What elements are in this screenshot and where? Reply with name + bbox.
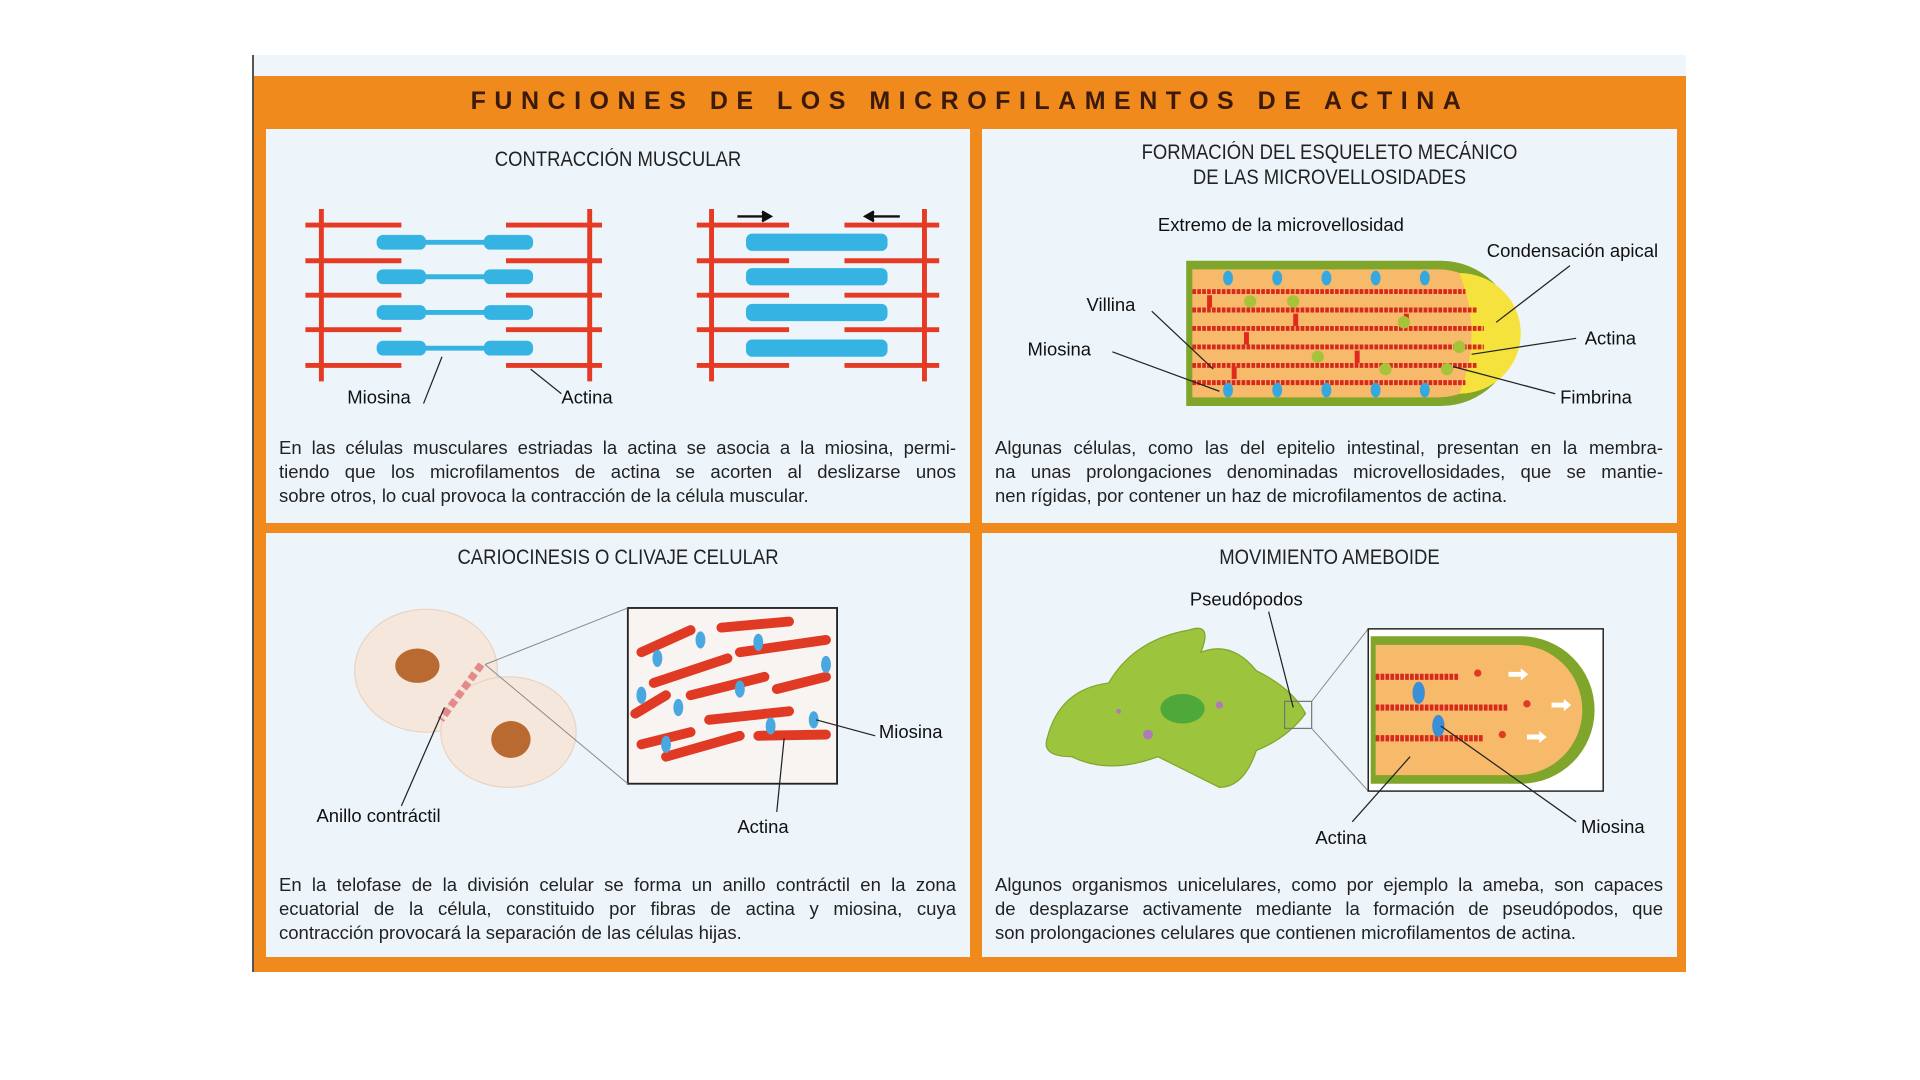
label-apical-condensation: Condensación apical bbox=[1487, 240, 1658, 261]
label-pseudopods: Pseudópodos bbox=[1190, 589, 1303, 610]
panel-description: Algunas células, como las del epitelio i… bbox=[995, 436, 1663, 508]
description-line: En la telofase de la división celular se… bbox=[279, 874, 956, 895]
description-line: de desplazarse activamente mediante la f… bbox=[995, 898, 1663, 919]
label-myosin: Miosina bbox=[879, 721, 943, 742]
label-contractile-ring: Anillo contráctil bbox=[316, 805, 440, 826]
cytokinesis-diagram: Anillo contráctil Miosina Actina bbox=[316, 607, 943, 837]
panel-title: FORMACIÓN DEL ESQUELETO MECÁNICO DE LAS … bbox=[1024, 140, 1636, 190]
panel-description: En la telofase de la división celular se… bbox=[279, 873, 956, 945]
description-line: na unas prolongaciones denominadas micro… bbox=[995, 461, 1663, 482]
relaxed-sarcomere bbox=[305, 209, 602, 382]
title-line: FORMACIÓN DEL ESQUELETO MECÁNICO bbox=[1141, 141, 1518, 164]
label-actin: Actina bbox=[737, 816, 789, 837]
description-line: contracción provocará la separación de l… bbox=[279, 922, 742, 943]
label-actin: Actina bbox=[561, 387, 613, 408]
label-myosin: Miosina bbox=[1581, 816, 1645, 837]
poster-top-strip bbox=[254, 55, 1686, 76]
panel-title: CARIOCINESIS O CLIVAJE CELULAR bbox=[457, 546, 779, 569]
label-actin: Actina bbox=[1585, 327, 1637, 348]
panel-cytokinesis: Anillo contráctil Miosina Actina CARIOCI… bbox=[266, 533, 970, 957]
poster-title: FUNCIONES DE LOS MICROFILAMENTOS DE ACTI… bbox=[470, 87, 1470, 115]
microvillus-diagram: Extremo de la microvellosidad Condensaci… bbox=[1028, 214, 1659, 408]
panel-title: CONTRACCIÓN MUSCULAR bbox=[494, 148, 742, 171]
panel-title: MOVIMIENTO AMEBOIDE bbox=[1219, 546, 1440, 569]
panel-description: Algunos organismos unicelulares, como po… bbox=[995, 873, 1663, 945]
panel-muscle-contraction: Miosina Actina CONTRACCIÓN MUSCULAR En l… bbox=[266, 129, 970, 523]
description-line: Algunas células, como las del epitelio i… bbox=[995, 437, 1663, 458]
relaxed-myosin bbox=[376, 234, 534, 356]
description-line: son prolongaciones celulares que contien… bbox=[995, 922, 1577, 943]
description-line: Algunos organismos unicelulares, como po… bbox=[995, 874, 1663, 895]
contraction-arrows bbox=[737, 210, 900, 223]
label-villin: Villina bbox=[1087, 294, 1137, 315]
label-fimbrin: Fimbrina bbox=[1560, 387, 1632, 408]
description-line: tiendo que los microfilamentos de actina… bbox=[279, 461, 956, 482]
description-line: ecuatorial de la célula, constituido por… bbox=[279, 898, 956, 919]
contracted-sarcomere bbox=[696, 209, 940, 382]
label-myosin: Miosina bbox=[1028, 339, 1092, 360]
sarcomere-diagram: Miosina Actina bbox=[305, 209, 940, 408]
panel-amoeboid-movement: Pseudópodos Actina Miosina MOVIMIENTO AM… bbox=[982, 533, 1677, 957]
label-microvillus-tip: Extremo de la microvellosidad bbox=[1158, 214, 1404, 235]
description-line: En las células musculares estriadas la a… bbox=[279, 437, 956, 458]
title-line: DE LAS MICROVELLOSIDADES bbox=[1192, 166, 1467, 189]
amoeba-diagram: Pseudópodos Actina Miosina bbox=[1045, 589, 1645, 848]
label-myosin: Miosina bbox=[347, 387, 411, 408]
description-line: sobre otros, lo cual provoca la contracc… bbox=[279, 485, 809, 506]
contracted-myosin bbox=[746, 233, 888, 357]
label-actin: Actina bbox=[1315, 827, 1367, 848]
panel-microvilli: Extremo de la microvellosidad Condensaci… bbox=[982, 129, 1677, 523]
description-line: nen rígidas, por contener un haz de micr… bbox=[995, 485, 1508, 506]
poster: FUNCIONES DE LOS MICROFILAMENTOS DE ACTI… bbox=[252, 55, 1686, 972]
panel-description: En las células musculares estriadas la a… bbox=[279, 436, 956, 508]
contractile-ring bbox=[437, 662, 485, 722]
